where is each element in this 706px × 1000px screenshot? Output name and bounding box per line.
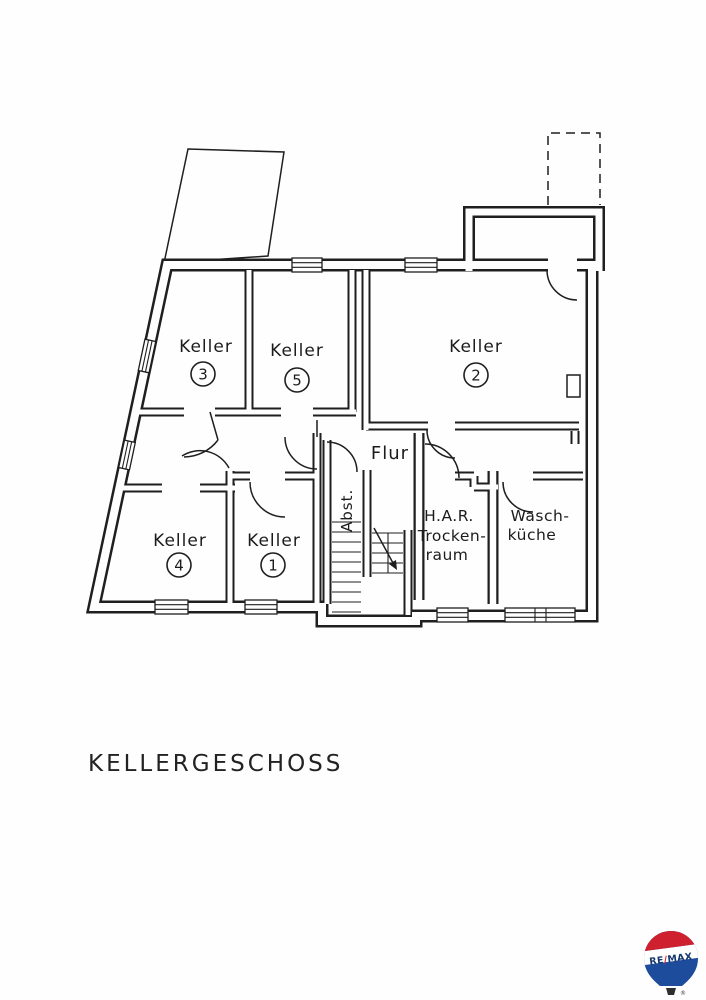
svg-text:Wasch-: Wasch- [511,507,570,525]
door-arc-abst [326,441,358,473]
laundry-room-label: Wasch- küche [508,507,570,544]
room-keller-1: Keller 1 [247,531,301,578]
balloon-basket-icon [666,988,676,995]
room-label-keller4: Keller [153,531,207,551]
storage-label: Abst. [338,489,356,532]
room-label-keller3: Keller [179,337,233,357]
window-icon [404,257,438,273]
remax-logo: RE/MAX ® [644,931,698,997]
room-number-circle [166,552,192,578]
room-number-keller2: 2 [471,367,481,385]
room-number-keller3: 3 [198,366,208,384]
room-number-keller1: 1 [268,557,278,575]
stair-arrow-head [389,560,397,570]
walls-white-core [89,208,603,625]
ramp-outline [163,148,285,264]
svg-text:H.A.R.: H.A.R. [424,507,474,525]
window-icon [504,607,576,623]
stair-direction-arrow [373,527,394,564]
balloon-icon [644,931,698,986]
room-number-keller5: 5 [292,372,302,390]
svg-text:Trocken-: Trocken- [417,527,487,545]
door-arc-har [424,443,460,479]
doors [181,269,578,518]
room-number-circle [284,367,310,393]
room-number-keller4: 4 [174,557,184,575]
site-outlines [163,132,601,264]
door-arc-entrance [546,269,578,301]
door-arc-keller3 [183,411,219,458]
door-arc-waschkueche [502,481,534,513]
room-label-keller2: Keller [449,337,503,357]
drying-room-label: H.A.R. Trocken- raum [417,507,487,564]
door-arc-keller5 [284,420,318,470]
svg-text:raum: raum [426,546,469,564]
windows [117,257,576,623]
door-arc-keller2-flur [426,429,456,459]
room-keller-4: Keller 4 [153,531,207,578]
dashed-exterior-stair [547,132,601,205]
door-arc-keller1 [249,481,286,518]
svg-text:küche: küche [508,526,557,544]
hall-label: Flur [371,443,409,464]
room-number-circle [260,552,286,578]
window-icon [436,607,469,623]
room-keller-5: Keller 5 [270,341,324,393]
remax-wordmark: RE/MAX [649,951,694,967]
window-icon [154,599,189,615]
room-keller-2: Keller 2 [449,337,503,388]
staircase [332,521,403,613]
room-label-keller1: Keller [247,531,301,551]
window-icon [291,257,323,273]
room-label-keller5: Keller [270,341,324,361]
door-arc-keller4 [181,449,230,469]
room-keller-3: Keller 3 [179,337,233,387]
window-icon [244,599,278,615]
room-number-circle [190,361,216,387]
window-icon [137,338,157,374]
page-title: KELLERGESCHOSS [88,751,343,777]
registered-trademark: ® [680,990,686,997]
walls-black [85,206,605,628]
room-number-circle [463,362,489,388]
chimney-block [566,374,581,398]
window-icon [117,439,137,471]
room-labels: Keller 3 Keller 5 Keller 2 Keller 4 Kell… [153,337,570,578]
